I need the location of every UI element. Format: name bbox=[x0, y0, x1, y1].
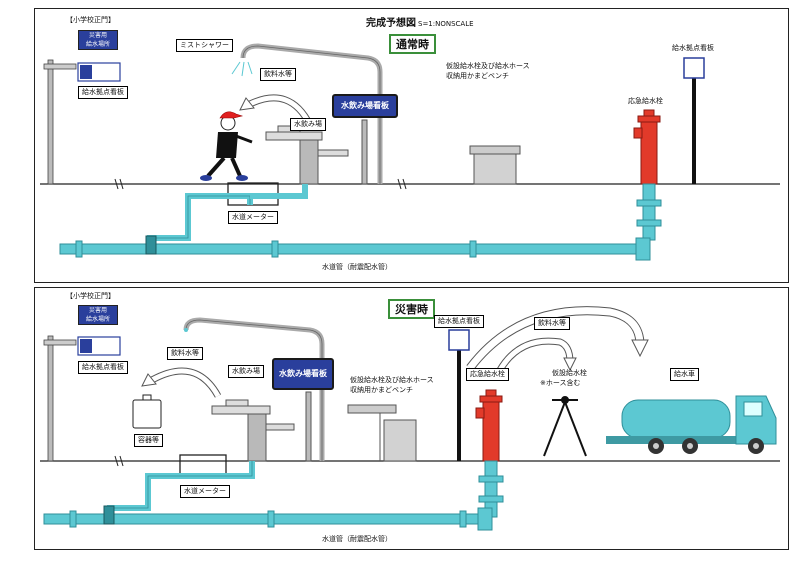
fountain-sign-2: 水飲み場看板 bbox=[272, 358, 334, 390]
disaster-mode-label: 災害時 bbox=[388, 299, 435, 319]
fountain-sign-post-2 bbox=[305, 391, 312, 462]
emergency-hydrant-2 bbox=[475, 389, 504, 518]
mist-shower-arch bbox=[231, 43, 383, 184]
hydrant-label: 応急給水栓 bbox=[628, 97, 663, 105]
meter-label: 水道メーター bbox=[228, 211, 278, 224]
sign-caption: 給水拠点看板 bbox=[78, 86, 128, 99]
pipe-label-2: 水道管（耐震配水管） bbox=[322, 535, 392, 543]
gate-pole-2 bbox=[43, 335, 77, 462]
break-mark bbox=[114, 178, 407, 190]
pictogram-sign bbox=[77, 62, 121, 82]
sign-caption-2: 給水拠点看板 bbox=[78, 361, 128, 374]
main-pipe bbox=[59, 235, 651, 261]
disaster-sign-line-1: 災害用 bbox=[88, 32, 107, 39]
disaster-sign-2-line-2: 給水場所 bbox=[85, 316, 110, 323]
fountain-label-2: 水飲み場 bbox=[228, 365, 264, 378]
temporary-tap bbox=[543, 396, 587, 457]
right-sign-pictogram bbox=[683, 57, 705, 79]
hydrant-label-2: 応急給水栓 bbox=[466, 368, 509, 381]
disaster-site-sign: 災害用 給水場所 bbox=[78, 30, 118, 50]
gate-label-2: 【小学校正門】 bbox=[66, 292, 115, 300]
fountain-sign: 水飲み場看板 bbox=[332, 94, 398, 118]
water-container bbox=[132, 394, 162, 429]
meter-label-2: 水道メーター bbox=[180, 485, 230, 498]
temp-tap-note: ※ホース含む bbox=[540, 379, 581, 387]
emergency-hydrant bbox=[633, 109, 662, 241]
child-figure bbox=[200, 111, 253, 181]
drinking-water-label-right: 飲料水等 bbox=[534, 317, 570, 330]
disaster-panel bbox=[34, 287, 789, 550]
water-truck bbox=[606, 395, 777, 454]
center-sign-caption: 給水拠点看板 bbox=[434, 315, 484, 328]
normal-mode-label: 通常時 bbox=[389, 34, 436, 54]
disaster-site-sign-2: 災害用 給水場所 bbox=[78, 305, 118, 325]
storage-label-2-line-1: 仮設給水栓及び給水ホース bbox=[350, 376, 434, 384]
drinking-water-label-left: 飲料水等 bbox=[167, 347, 203, 360]
fountain bbox=[265, 125, 349, 185]
disaster-sign-2-line-1: 災害用 bbox=[88, 307, 107, 314]
right-sign-caption: 給水拠点看板 bbox=[672, 44, 714, 52]
pictogram-sign-2 bbox=[77, 336, 121, 356]
mist-shower-label: ミストシャワー bbox=[176, 39, 233, 52]
truck-label: 給水車 bbox=[670, 368, 699, 381]
main-pipe-2 bbox=[43, 505, 493, 531]
fountain-sign-post bbox=[361, 119, 368, 185]
scale-note: S=1:NONSCALE bbox=[418, 20, 474, 28]
storage-bench bbox=[469, 145, 521, 185]
temp-tap-label: 仮設給水栓 bbox=[552, 369, 587, 377]
storage-label-2-line-2: 収納用かまどベンチ bbox=[350, 386, 413, 394]
pipe-label: 水道管（耐震配水管） bbox=[322, 263, 392, 271]
storage-label-line-1: 仮設給水栓及び給水ホース bbox=[446, 62, 530, 70]
storage-label-line-2: 収納用かまどベンチ bbox=[446, 72, 509, 80]
disaster-sign-line-2: 給水場所 bbox=[85, 41, 110, 48]
fountain-2 bbox=[211, 399, 295, 462]
fountain-label: 水飲み場 bbox=[290, 118, 326, 131]
normal-panel bbox=[34, 8, 789, 283]
gate-pole bbox=[43, 59, 77, 185]
right-sign-pole bbox=[692, 78, 696, 184]
center-sign-pictogram bbox=[448, 329, 470, 351]
center-sign-pole bbox=[457, 350, 461, 461]
container-label: 容器等 bbox=[134, 434, 163, 447]
drinking-water-label: 飲料水等 bbox=[260, 68, 296, 81]
storage-bench-2 bbox=[347, 404, 417, 462]
gate-label: 【小学校正門】 bbox=[66, 16, 115, 24]
